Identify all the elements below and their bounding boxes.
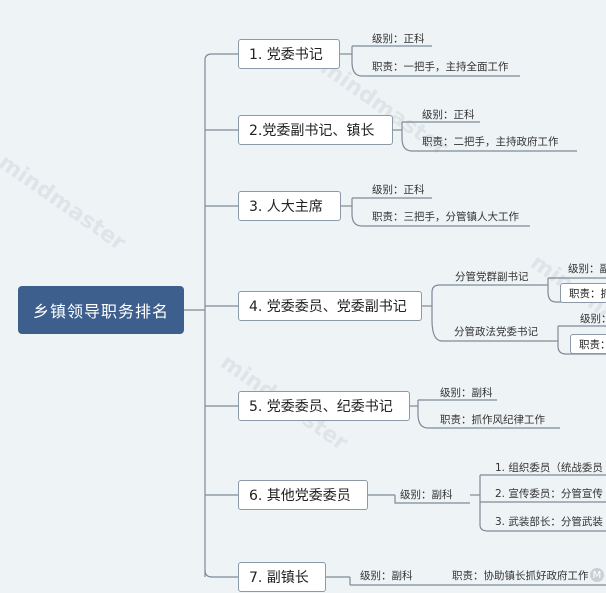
branch-1-duty[interactable]: 职责：一把手，主持全面工作 [372, 61, 509, 73]
branch-7[interactable]: 7. 副镇长 [238, 562, 326, 592]
branch-4-sub-1-level[interactable]: 级别：副 [568, 263, 606, 275]
branch-2-level[interactable]: 级别：正科 [422, 109, 475, 121]
mindmaster-logo-icon: M [590, 568, 604, 582]
branch-6-item-3[interactable]: 3. 武装部长：分管武装 [495, 516, 603, 528]
branch-7-level[interactable]: 级别：副科 [360, 570, 413, 582]
branch-6-level[interactable]: 级别：副科 [400, 489, 453, 501]
branch-5-duty[interactable]: 职责：抓作风纪律工作 [440, 414, 545, 426]
root-topic[interactable]: 乡镇领导职务排名 [18, 286, 184, 334]
branch-3-duty[interactable]: 职责：三把手，分管镇人大工作 [372, 211, 519, 223]
branch-3-level[interactable]: 级别：正科 [372, 184, 425, 196]
branch-4-sub-1[interactable]: 分管党群副书记 [455, 271, 529, 283]
branch-1-level[interactable]: 级别：正科 [372, 33, 425, 45]
branch-4-sub-1-duty[interactable]: 职责：抓 [560, 283, 606, 303]
branch-3[interactable]: 3. 人大主席 [238, 191, 341, 221]
branch-4-sub-2-level[interactable]: 级别：副 [580, 313, 606, 325]
branch-6-item-1[interactable]: 1. 组织委员（统战委员 [495, 462, 603, 474]
branch-1[interactable]: 1. 党委书记 [238, 39, 340, 69]
branch-7-duty[interactable]: 职责：协助镇长抓好政府工作 [452, 570, 589, 582]
branch-5[interactable]: 5. 党委委员、纪委书记 [238, 391, 410, 421]
branch-5-level[interactable]: 级别：副科 [440, 387, 493, 399]
branch-6[interactable]: 6. 其他党委委员 [238, 480, 368, 510]
branch-2-duty[interactable]: 职责：二把手，主持政府工作 [422, 136, 559, 148]
branch-4-sub-2[interactable]: 分管政法党委书记 [454, 326, 538, 338]
branch-2[interactable]: 2.党委副书记、镇长 [238, 115, 393, 145]
branch-6-item-2[interactable]: 2. 宣传委员：分管宣传 [495, 488, 603, 500]
branch-4-sub-2-duty[interactable]: 职责： [570, 334, 606, 354]
branch-4[interactable]: 4. 党委委员、党委副书记 [238, 291, 422, 321]
